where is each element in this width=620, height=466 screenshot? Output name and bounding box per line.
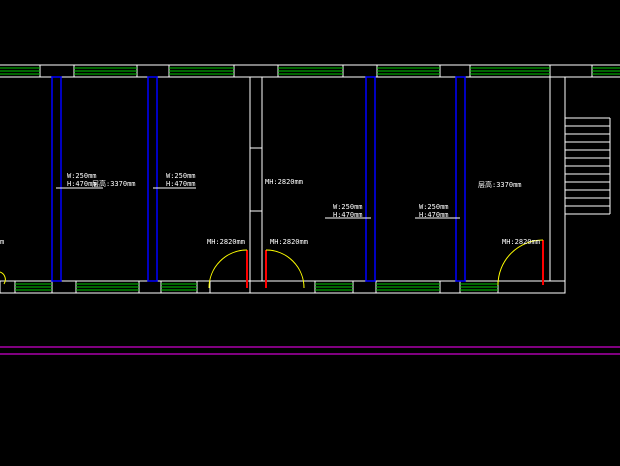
door-mh-label-1: MH:2820mm <box>207 238 245 246</box>
window-top-6 <box>470 67 550 75</box>
window-bottom-3 <box>161 283 197 291</box>
doors <box>0 239 544 289</box>
beam-h-label-2: H:470mm <box>166 180 196 188</box>
door-left-partial <box>0 271 6 285</box>
annotations: W:250mm H:470mm 层高:3370mm W:250mm H:470m… <box>0 172 540 246</box>
ceiling-height-label-1: 层高:3370mm <box>92 179 136 188</box>
beam-h-label-3: H:470mm <box>333 211 363 219</box>
beam-w-label-3: W:250mm <box>333 203 363 211</box>
door-mh-label-3: MH:2820mm <box>502 238 540 246</box>
column-3 <box>365 76 376 282</box>
columns <box>51 76 466 282</box>
window-top-1 <box>0 67 40 75</box>
door-3 <box>497 239 544 286</box>
beam-w-label-2: W:250mm <box>166 172 196 180</box>
corridor-mh-label: MH:2820mm <box>265 178 303 186</box>
window-top-4 <box>278 67 343 75</box>
beam-w-label-1: W:250mm <box>67 172 97 180</box>
window-bottom-1 <box>15 283 52 291</box>
window-bottom-5 <box>376 283 440 291</box>
door-mh-label-2: MH:2820mm <box>270 238 308 246</box>
stair <box>565 117 611 215</box>
axis-lines <box>0 346 620 355</box>
window-top-3 <box>169 67 234 75</box>
window-top-7 <box>592 67 620 75</box>
window-bottom-4 <box>315 283 353 291</box>
column-4 <box>455 76 466 282</box>
door-1 <box>208 249 248 289</box>
column-1 <box>51 76 62 282</box>
beam-h-label-1: H:470mm <box>67 180 97 188</box>
ceiling-height-label-2: 层高:3370mm <box>478 180 522 189</box>
window-top-2 <box>74 67 137 75</box>
window-top-5 <box>377 67 440 75</box>
door-2 <box>265 249 305 289</box>
column-2 <box>147 76 158 282</box>
beam-w-label-4: W:250mm <box>419 203 449 211</box>
beam-h-label-4: H:470mm <box>419 211 449 219</box>
windows <box>0 67 620 291</box>
window-bottom-2 <box>76 283 139 291</box>
window-bottom-6 <box>460 283 498 291</box>
leader-lines <box>56 187 460 219</box>
left-cut-label: m <box>0 238 4 246</box>
